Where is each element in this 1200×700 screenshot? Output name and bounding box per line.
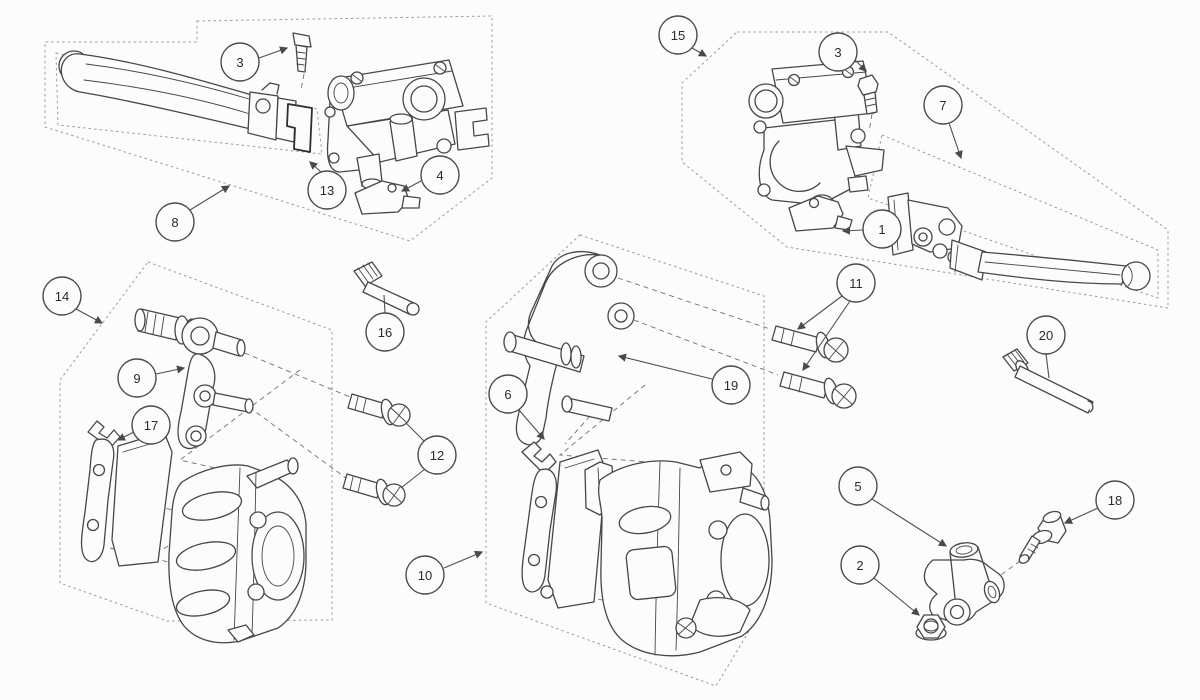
svg-text:2: 2	[856, 558, 863, 573]
boundary-rear-caliper-group	[59, 261, 333, 622]
svg-text:15: 15	[671, 28, 685, 43]
callout-12[interactable]: 12	[400, 422, 457, 489]
callout-3-left[interactable]: 3	[220, 42, 289, 82]
svg-text:6: 6	[504, 387, 511, 402]
brake-lever-left	[58, 50, 313, 153]
brake-switch-right	[788, 195, 853, 232]
callout-17[interactable]: 17	[116, 405, 171, 445]
svg-text:18: 18	[1108, 493, 1122, 508]
caliper-mount-bracket-front	[503, 251, 635, 446]
caliper-mount-bolts-rear	[342, 393, 411, 507]
svg-text:7: 7	[939, 98, 946, 113]
boundary-front-caliper-group	[485, 234, 765, 687]
svg-text:1: 1	[878, 222, 885, 237]
svg-text:13: 13	[320, 183, 334, 198]
svg-text:16: 16	[378, 325, 392, 340]
caliper-body-front	[584, 451, 773, 657]
svg-text:12: 12	[430, 448, 444, 463]
callout-8[interactable]: 8	[155, 185, 231, 242]
master-cylinder-left	[324, 59, 490, 190]
callout-2[interactable]: 2	[840, 545, 920, 616]
callout-18[interactable]: 18	[1063, 480, 1135, 524]
svg-text:5: 5	[854, 479, 861, 494]
svg-text:4: 4	[436, 168, 443, 183]
boundary-right-lever-inner	[867, 134, 1159, 299]
brake-pads-rear	[80, 420, 173, 567]
svg-text:8: 8	[171, 215, 178, 230]
caliper-body-rear	[168, 457, 307, 644]
svg-text:11: 11	[849, 276, 863, 291]
master-cylinder-right	[748, 60, 885, 210]
svg-text:9: 9	[133, 371, 140, 386]
caliper-mount-bolts-front	[771, 325, 857, 409]
callout-6[interactable]: 6	[488, 374, 545, 440]
banjo-bolt	[1018, 510, 1067, 564]
caliper-bracket-arm	[134, 308, 254, 450]
callout-4[interactable]: 4	[400, 155, 460, 195]
brake-switch-left	[354, 180, 421, 215]
svg-text:17: 17	[144, 418, 158, 433]
callout-16[interactable]: 16	[365, 294, 405, 352]
callout-15[interactable]: 15	[658, 15, 708, 57]
callout-20[interactable]: 20	[1026, 315, 1066, 379]
callout-10[interactable]: 10	[405, 550, 484, 595]
pad-hanger-pin	[1002, 348, 1094, 414]
callout-13[interactable]: 13	[307, 161, 347, 210]
callouts: 3 13 4 8 15 3 7	[42, 15, 1135, 616]
caliper-slide-pin	[353, 261, 420, 316]
svg-text:14: 14	[55, 289, 69, 304]
lever-pivot-bolt-right	[857, 74, 879, 115]
three-way-hose-joint	[923, 542, 1005, 626]
callout-19[interactable]: 19	[617, 353, 751, 405]
svg-text:3: 3	[834, 45, 841, 60]
callout-5[interactable]: 5	[838, 466, 948, 547]
callout-14[interactable]: 14	[42, 276, 104, 324]
brake-lever-right	[887, 192, 1151, 291]
flange-nut	[915, 614, 947, 641]
callout-11[interactable]: 11	[797, 263, 876, 372]
svg-text:19: 19	[724, 378, 738, 393]
callout-9[interactable]: 9	[117, 358, 186, 398]
lever-holder-left	[286, 103, 313, 153]
svg-text:10: 10	[418, 568, 432, 583]
callout-1[interactable]: 1	[841, 209, 902, 249]
svg-text:3: 3	[236, 55, 243, 70]
lever-pivot-bolt-left	[292, 32, 312, 73]
callout-7[interactable]: 7	[923, 85, 963, 160]
svg-text:20: 20	[1039, 328, 1053, 343]
callout-3-right[interactable]: 3	[818, 32, 867, 72]
